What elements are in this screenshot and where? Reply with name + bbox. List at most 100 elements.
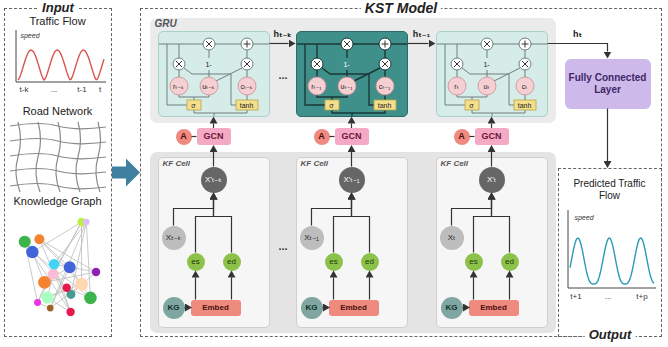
caption: Traffic Flow bbox=[25, 14, 90, 30]
wire bbox=[322, 68, 374, 105]
circle-node: KG bbox=[301, 297, 323, 319]
wire bbox=[492, 110, 525, 113]
graph-link bbox=[25, 242, 38, 303]
gate-circle bbox=[338, 77, 356, 95]
node-label: Xₜ bbox=[448, 233, 456, 242]
connector bbox=[452, 200, 492, 226]
node-label: Knowledge Graph bbox=[13, 195, 101, 208]
gate-label: uₜ₋ₖ bbox=[202, 82, 215, 89]
gru-panel: rₜ₋ₖuₜ₋ₖcₜ₋ₖσtanh1-rₜ₋₁uₜ₋₁cₜ₋₁σtanh1-rₜ… bbox=[150, 18, 556, 123]
node-label: A bbox=[318, 131, 325, 141]
activation-box bbox=[187, 100, 201, 110]
node-label: X'ₜ₋ₖ bbox=[205, 175, 222, 184]
operator-symbol bbox=[519, 58, 531, 70]
wire bbox=[316, 44, 317, 58]
gate-label: σ bbox=[329, 101, 333, 108]
gate-label: σ bbox=[469, 101, 473, 108]
wire bbox=[352, 110, 385, 113]
dashed-panel: rₜ₋ₖuₜ₋ₖcₜ₋ₖσtanh1-rₜ₋₁uₜ₋₁cₜ₋₁σtanh1-rₜ… bbox=[140, 8, 662, 337]
road bbox=[56, 122, 61, 192]
operator-symbol bbox=[379, 38, 391, 50]
graph-link bbox=[38, 222, 82, 302]
gate-label: rₜ₋ₖ bbox=[173, 82, 184, 89]
graph-entity bbox=[26, 246, 38, 258]
connector bbox=[322, 307, 324, 308]
circle-node: KG bbox=[163, 297, 185, 319]
road-network-drawing bbox=[10, 122, 106, 192]
graph-entity bbox=[41, 292, 53, 304]
operator-symbol bbox=[241, 38, 253, 50]
circle-node: X'ₜ₋₁ bbox=[339, 167, 365, 193]
wire bbox=[332, 110, 352, 116]
gru-cell: rₜ₋ₖuₜ₋ₖcₜ₋ₖσtanh1- bbox=[158, 31, 270, 117]
operator-mark bbox=[521, 40, 528, 47]
connector bbox=[334, 200, 352, 253]
wire bbox=[316, 70, 317, 77]
node-label: GCN bbox=[342, 131, 362, 141]
connector bbox=[492, 200, 510, 253]
gate-label: rₜ bbox=[454, 82, 458, 89]
chart-axis bbox=[16, 30, 106, 82]
circle-node: A bbox=[454, 129, 470, 145]
operator-mark bbox=[522, 61, 528, 67]
operator-mark bbox=[454, 61, 460, 67]
node-label: KF Cell bbox=[441, 159, 469, 168]
block: Fully Connected Layer bbox=[565, 59, 651, 109]
road bbox=[16, 122, 21, 192]
node-label: KG bbox=[168, 303, 180, 312]
road bbox=[10, 139, 106, 144]
kf-band bbox=[150, 152, 556, 333]
axis-title: speed bbox=[574, 214, 593, 222]
node-label: ed bbox=[505, 257, 514, 266]
connector bbox=[548, 44, 608, 52]
activation-box bbox=[236, 100, 258, 110]
block: Embed bbox=[469, 300, 519, 316]
node-label: GCN bbox=[204, 131, 224, 141]
node-label: ed bbox=[227, 257, 236, 266]
road bbox=[10, 184, 106, 189]
wire bbox=[184, 68, 236, 105]
connector bbox=[491, 124, 492, 129]
caption: Predicted Traffic Flow bbox=[561, 177, 659, 203]
block: GCN bbox=[197, 128, 231, 145]
operator-mark bbox=[244, 61, 250, 67]
connector bbox=[470, 136, 475, 137]
circle-node: ed bbox=[361, 253, 379, 271]
connector bbox=[195, 278, 196, 300]
graph-link bbox=[25, 242, 67, 288]
connector bbox=[509, 278, 510, 300]
connector bbox=[270, 43, 289, 44]
connector bbox=[462, 307, 464, 308]
wire bbox=[462, 68, 514, 105]
graph-entity bbox=[47, 305, 54, 312]
node-label: KF Cell bbox=[301, 159, 329, 168]
operator-symbol bbox=[519, 38, 531, 50]
flow-arrow bbox=[112, 167, 126, 179]
wire bbox=[384, 95, 385, 100]
operator-mark bbox=[206, 41, 212, 47]
wire bbox=[216, 68, 242, 81]
node-label: Embed bbox=[202, 303, 229, 312]
connector bbox=[369, 278, 370, 300]
node-label: Traffic Flow bbox=[29, 15, 85, 28]
connector bbox=[213, 152, 214, 167]
circle-node: Xₜ₋ₖ bbox=[162, 226, 186, 250]
connector bbox=[214, 200, 232, 253]
connector bbox=[473, 278, 474, 300]
block: Embed bbox=[329, 300, 379, 316]
node-label: es bbox=[191, 257, 199, 266]
kf-cell: XₜX'ₜesedKGEmbedKF Cell bbox=[436, 157, 548, 328]
node-label: KG bbox=[446, 303, 458, 312]
predicted-curve bbox=[570, 238, 654, 284]
node-label: Output bbox=[585, 328, 636, 343]
gate-label: rₜ₋₁ bbox=[311, 82, 321, 89]
wire bbox=[246, 50, 247, 58]
operator-symbol bbox=[203, 38, 215, 50]
graph-entity bbox=[38, 276, 51, 289]
axis-tick: t+p bbox=[636, 292, 647, 301]
wire bbox=[524, 50, 525, 58]
circle-node: es bbox=[187, 253, 205, 271]
axis-tick: t-1 bbox=[77, 85, 86, 94]
wire bbox=[354, 68, 380, 81]
node-label: Xₜ₋ₖ bbox=[166, 233, 181, 242]
